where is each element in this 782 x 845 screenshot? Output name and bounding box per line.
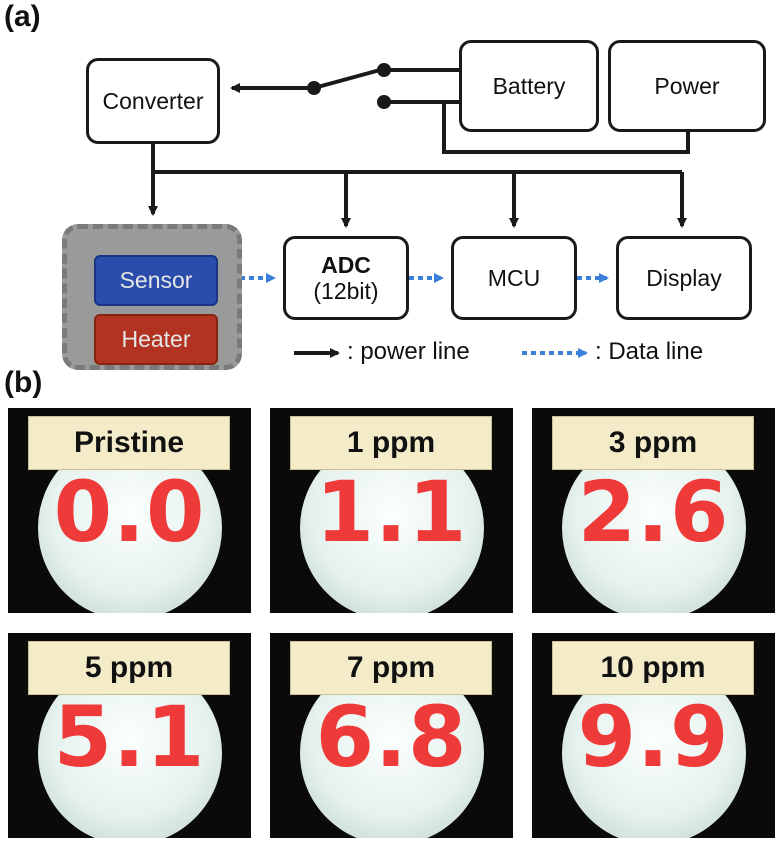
wiring-diagram [148, 63, 690, 358]
adc-label: ADC [321, 251, 371, 278]
legend-data-line: : Data line [595, 338, 704, 365]
battery-contact [377, 63, 391, 77]
heater-label: Heater [121, 326, 191, 352]
panel-label-b: (b) [4, 366, 43, 399]
switch-lever [313, 68, 381, 90]
sensor-chip: Sensor Heater [62, 224, 242, 370]
display-block: Display [616, 236, 752, 320]
sensor-label: Sensor [119, 267, 193, 293]
photo-5ppm: 5.1 5 ppm [8, 633, 251, 838]
concentration-tag: Pristine [28, 416, 230, 470]
photo-1ppm: 1.1 1 ppm [270, 408, 513, 613]
concentration-tag: 7 ppm [290, 641, 492, 695]
converter-label: Converter [102, 87, 204, 114]
power-block: Power [608, 40, 766, 132]
photo-10ppm: 9.9 10 ppm [532, 633, 775, 838]
battery-block: Battery [459, 40, 599, 132]
photo-pristine: 0.0 Pristine [8, 408, 251, 613]
mcu-label: MCU [487, 264, 541, 291]
photo-7ppm: 6.8 7 ppm [270, 633, 513, 838]
concentration-tag: 3 ppm [552, 416, 754, 470]
power-contact [377, 95, 391, 109]
concentration-tag: 1 ppm [290, 416, 492, 470]
sensor-block: Sensor [94, 255, 218, 306]
adc-resolution: (12bit) [313, 278, 379, 304]
display-reading: 5.1 [53, 688, 206, 786]
display-reading: 9.9 [577, 688, 730, 786]
display-reading: 2.6 [577, 463, 730, 561]
concentration-tag: 5 ppm [28, 641, 230, 695]
switch-pivot [307, 81, 321, 95]
power-source-line [442, 102, 690, 154]
adc-block: ADC (12bit) [283, 236, 409, 320]
heater-block: Heater [94, 314, 218, 365]
legend-power-line: : power line [347, 338, 470, 365]
mcu-block: MCU [451, 236, 577, 320]
display-label: Display [646, 264, 722, 291]
concentration-tag: 10 ppm [552, 641, 754, 695]
panel-label-a: (a) [4, 0, 41, 33]
display-reading: 6.8 [315, 688, 468, 786]
photo-3ppm: 2.6 3 ppm [532, 408, 775, 613]
display-reading: 1.1 [315, 463, 468, 561]
display-reading: 0.0 [53, 463, 206, 561]
power-label: Power [654, 72, 720, 99]
battery-label: Battery [492, 72, 566, 99]
converter-block: Converter [86, 58, 220, 144]
